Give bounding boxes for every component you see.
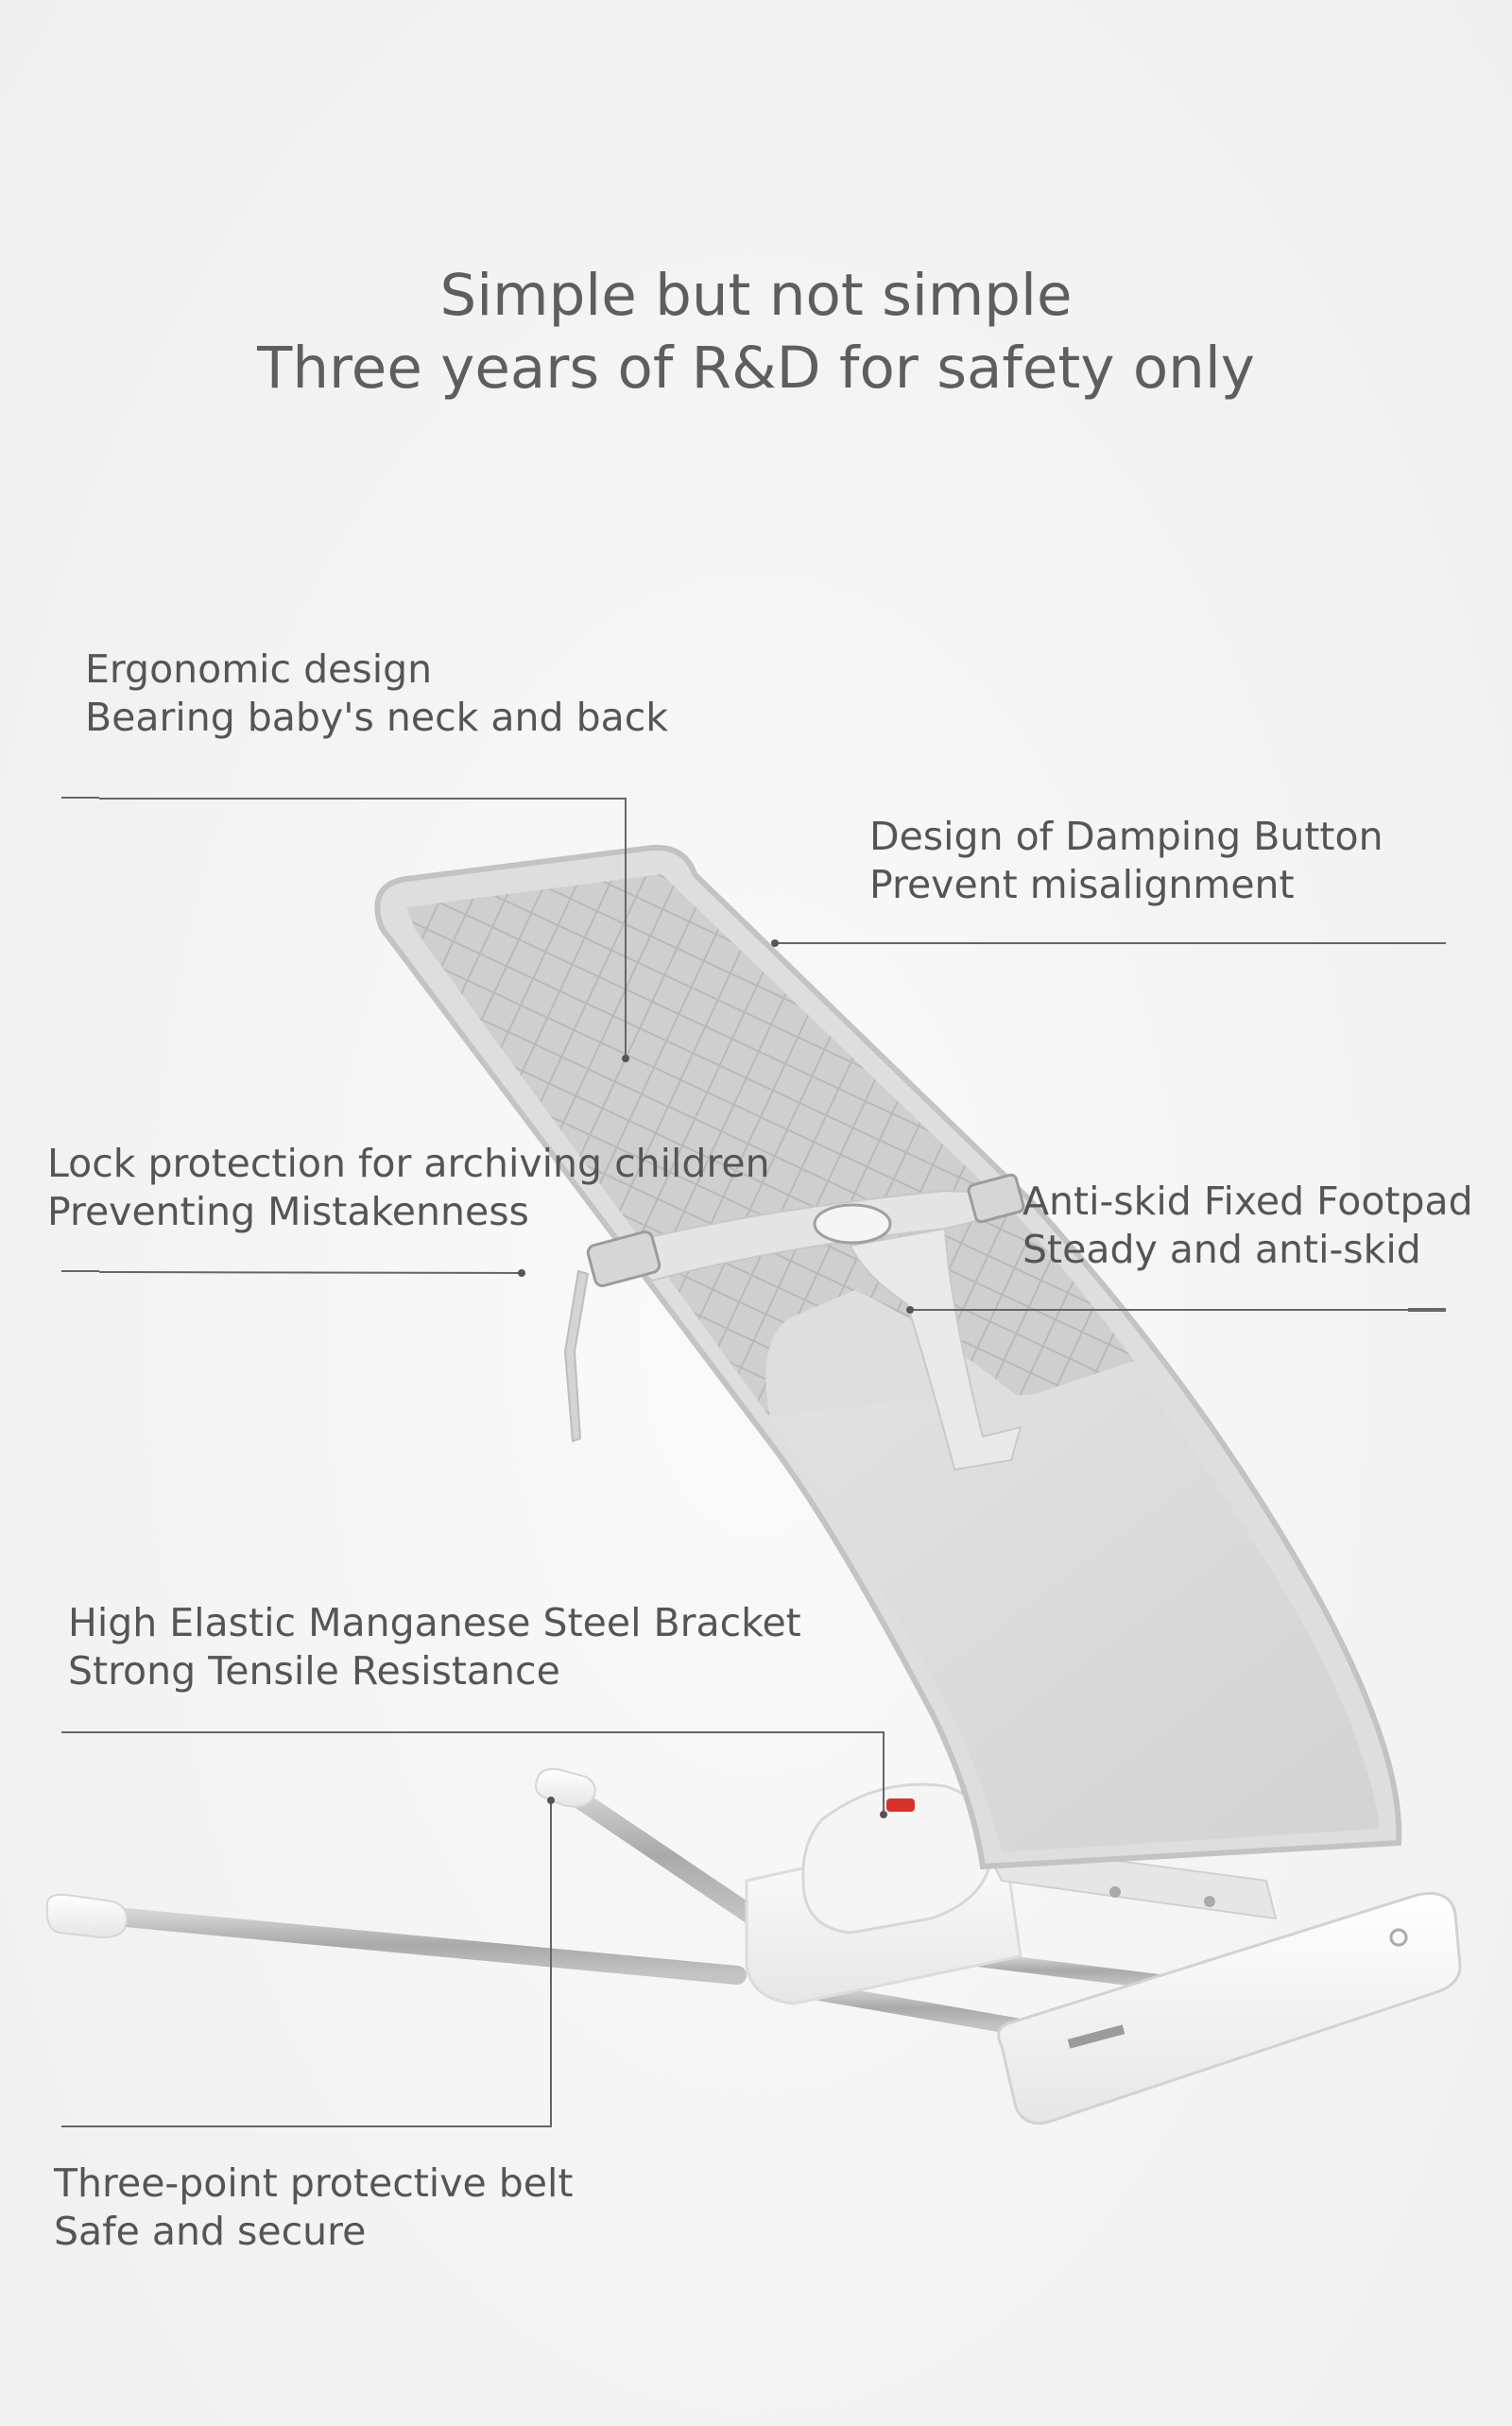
feature-damping-title: Design of Damping Button: [869, 814, 1383, 859]
feature-belt-subtitle: Safe and secure: [54, 2209, 367, 2254]
feature-ergonomic-title: Ergonomic design: [85, 646, 433, 692]
headline-line-2: Three years of R&D for safety only: [257, 335, 1255, 402]
feature-ergonomic-subtitle: Bearing baby's neck and back: [85, 695, 669, 740]
feature-footpad-title: Anti-skid Fixed Footpad: [1022, 1179, 1473, 1224]
feature-lock: Lock protection for archiving children P…: [47, 1140, 770, 1236]
feature-damping: Design of Damping Button Prevent misalig…: [869, 813, 1383, 909]
feature-bracket-subtitle: Strong Tensile Resistance: [68, 1648, 560, 1694]
feature-lock-subtitle: Preventing Mistakenness: [47, 1189, 529, 1234]
accent-button-icon: [886, 1798, 915, 1812]
seat-fabric: [374, 844, 1402, 1870]
feature-bracket-title: High Elastic Manganese Steel Bracket: [68, 1600, 801, 1645]
callout-lines: [61, 797, 1446, 2127]
feature-footpad-subtitle: Steady and anti-skid: [1022, 1227, 1421, 1272]
feature-damping-subtitle: Prevent misalignment: [869, 862, 1295, 907]
headline-line-1: Simple but not simple: [439, 262, 1073, 329]
feature-ergonomic: Ergonomic design Bearing baby's neck and…: [85, 645, 668, 742]
anti-skid-footpad: [997, 1892, 1462, 2125]
buckle-icon: [586, 1173, 1025, 1288]
feature-belt-title: Three-point protective belt: [54, 2160, 574, 2206]
brand-badge-icon: [813, 1203, 892, 1245]
feature-belt: Three-point protective belt Safe and sec…: [54, 2159, 573, 2256]
feature-bracket: High Elastic Manganese Steel Bracket Str…: [68, 1599, 801, 1695]
feature-lock-title: Lock protection for archiving children: [47, 1141, 770, 1186]
feature-footpad: Anti-skid Fixed Footpad Steady and anti-…: [1022, 1178, 1473, 1274]
